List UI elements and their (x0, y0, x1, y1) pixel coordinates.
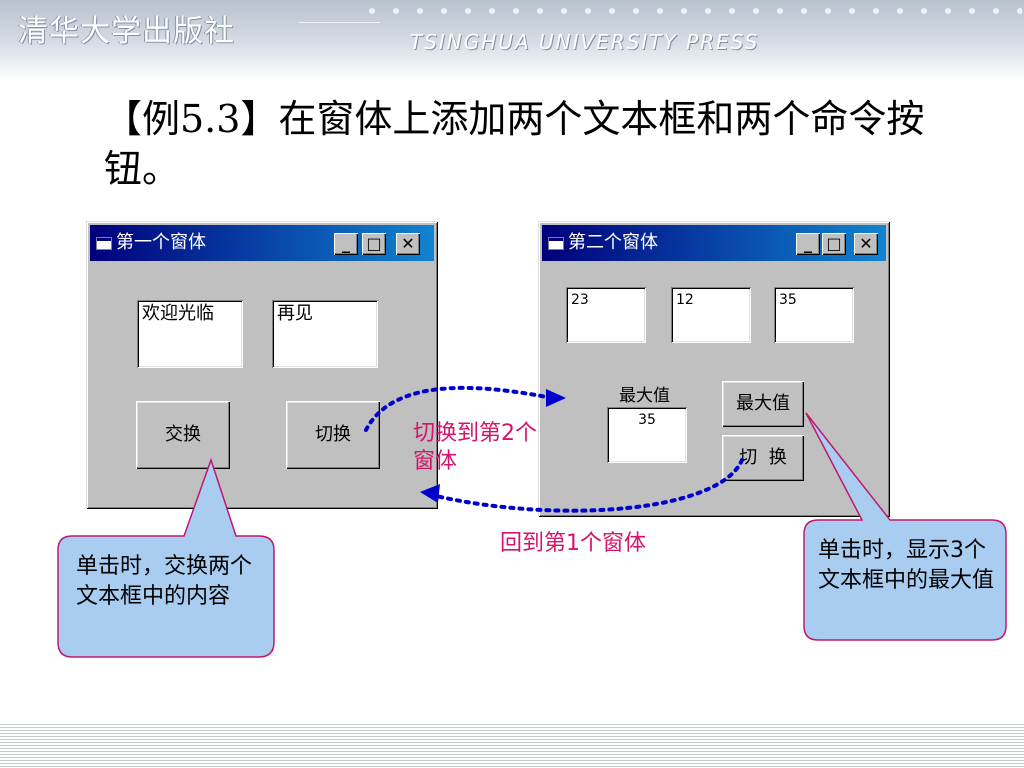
form2-title: 第二个窗体 (568, 232, 658, 253)
form-icon (548, 237, 564, 250)
form1-title: 第一个窗体 (116, 232, 206, 253)
header-dot (465, 8, 471, 14)
form1-titlebar[interactable]: 第一个窗体 _ □ ✕ (90, 225, 434, 261)
note-switch-to-form2: 切换到第2个窗体 (413, 421, 537, 474)
callout-max-text: 单击时，显示3个文本框中的最大值 (818, 538, 995, 593)
minimize-button[interactable]: _ (796, 233, 820, 255)
header-dot (537, 8, 543, 14)
max-value-textbox[interactable]: 35 (607, 407, 687, 463)
header-dot (441, 8, 447, 14)
switch-to-form2-button[interactable]: 切换 (286, 401, 380, 469)
slide-title: 【例5.3】在窗体上添加两个文本框和两个命令按钮。 (104, 97, 925, 191)
header-dot (801, 8, 807, 14)
header-dot (993, 8, 999, 14)
header-dot (633, 8, 639, 14)
form1-textbox-goodbye[interactable]: 再见 (272, 300, 378, 368)
publisher-name-cn: 清华大学出版社 (18, 14, 235, 49)
header-dot (897, 8, 903, 14)
form1-textbox-welcome[interactable]: 欢迎光临 (137, 300, 243, 368)
form2-titlebar[interactable]: 第二个窗体 _ □ ✕ (542, 225, 886, 261)
maximize-button[interactable]: □ (822, 233, 846, 255)
header-dot (873, 8, 879, 14)
header-dot (585, 8, 591, 14)
minimize-button[interactable]: _ (334, 233, 358, 255)
callout-swap-text: 单击时，交换两个文本框中的内容 (76, 554, 253, 609)
header-dot (657, 8, 663, 14)
max-value-label: 最大值 (619, 386, 670, 406)
header-dot (489, 8, 495, 14)
header-dot (417, 8, 423, 14)
close-button[interactable]: ✕ (396, 233, 420, 255)
form2-window: 第二个窗体 _ □ ✕ 23 12 35 最大值 35 最大值 切 换 (538, 221, 890, 517)
header-dot (609, 8, 615, 14)
maximize-button[interactable]: □ (362, 233, 386, 255)
max-value-button[interactable]: 最大值 (722, 381, 804, 427)
header-dot (753, 8, 759, 14)
form2-textbox-3[interactable]: 35 (774, 287, 854, 343)
header-dot (969, 8, 975, 14)
swap-button[interactable]: 交换 (136, 401, 230, 469)
header-dot (513, 8, 519, 14)
form1-window: 第一个窗体 _ □ ✕ 欢迎光临 再见 交换 切换 (86, 221, 438, 509)
header-dots (369, 8, 1022, 14)
header-dot (369, 8, 375, 14)
header-dot (825, 8, 831, 14)
note-back-to-form1: 回到第1个窗体 (500, 531, 646, 556)
publisher-name-en: TSINGHUA UNIVERSITY PRESS (410, 30, 760, 54)
header-dot (1017, 8, 1022, 14)
header-dot (849, 8, 855, 14)
header-dot (561, 8, 567, 14)
form2-textbox-2[interactable]: 12 (671, 287, 751, 343)
header-dot (777, 8, 783, 14)
header-dot (705, 8, 711, 14)
close-button[interactable]: ✕ (854, 233, 878, 255)
switch-back-button[interactable]: 切 换 (722, 435, 804, 481)
header-dot (729, 8, 735, 14)
header-dot (921, 8, 927, 14)
form-icon (96, 237, 112, 250)
footer-stripes (0, 722, 1024, 768)
header-dot (393, 8, 399, 14)
header-dot (945, 8, 951, 14)
header-banner: 清华大学出版社 TSINGHUA UNIVERSITY PRESS (0, 0, 1024, 80)
header-rule (298, 22, 380, 23)
form2-textbox-1[interactable]: 23 (566, 287, 646, 343)
header-dot (681, 8, 687, 14)
